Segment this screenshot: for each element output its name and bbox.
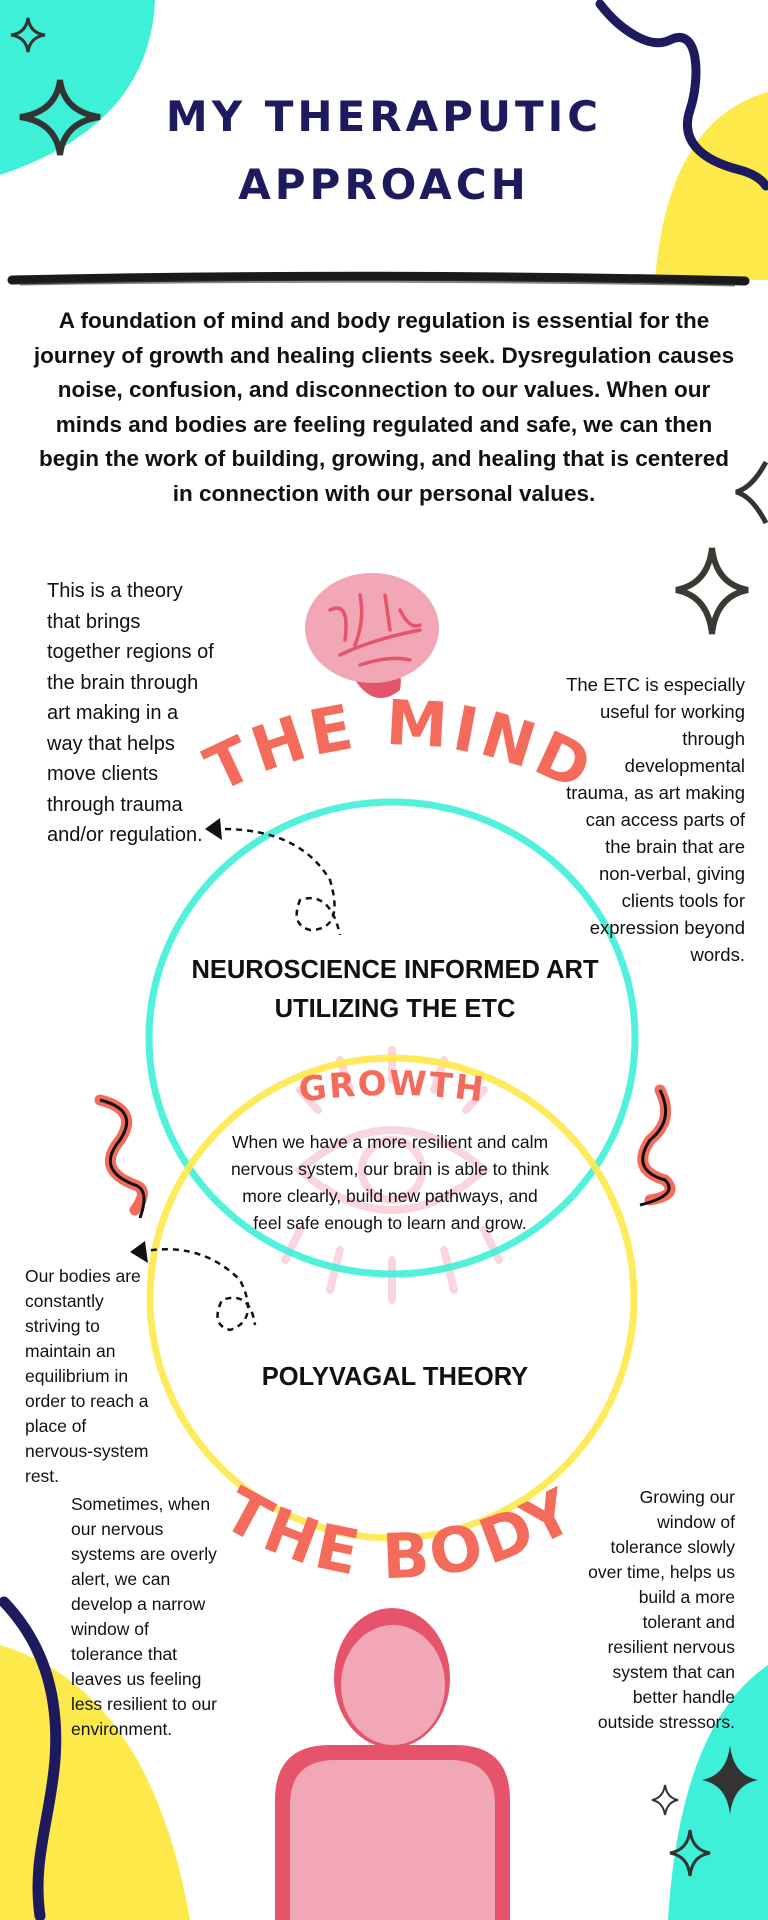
brush-divider	[7, 271, 750, 286]
yellow-blob-bottom-left	[0, 1645, 190, 1920]
body-right-note: Growing our window of tolerance slowly o…	[588, 1487, 735, 1732]
mind-circle-label-line-2: UTILIZING THE ETC	[274, 995, 516, 1023]
mind-circle-label-line-1: NEUROSCIENCE INFORMED ART	[191, 956, 599, 984]
body-left-note-bottom: Sometimes, when our nervous systems are …	[71, 1494, 217, 1739]
brain-icon	[305, 573, 439, 698]
mind-right-note: The ETC is especially useful for working…	[566, 674, 745, 965]
navy-squiggle-top-right	[595, 0, 768, 191]
curly-arrow-icon	[94, 1094, 148, 1219]
curly-arrow-icon	[637, 1084, 676, 1207]
sparkle-icon	[735, 460, 768, 525]
intro-paragraph: A foundation of mind and body regulation…	[33, 308, 735, 506]
sparkle-icon	[19, 79, 101, 156]
page-title-line-1: MY THERAPUTIC	[165, 92, 603, 141]
the-mind-heading: THE MIND	[194, 686, 605, 806]
body-circle-label: POLYVAGAL THEORY	[261, 1363, 529, 1391]
the-body-heading: THE BODY	[212, 1473, 588, 1593]
page-title-line-2: APPROACH	[238, 160, 530, 209]
growth-heading: GROWTH	[296, 1064, 487, 1111]
sparkle-icon	[651, 1784, 679, 1816]
teal-blob-top-left	[0, 0, 155, 175]
mind-left-note: This is a theory that brings together re…	[47, 580, 214, 846]
teal-blob-bottom-right	[668, 1665, 768, 1920]
dashed-arrow-icon	[139, 827, 342, 1332]
growth-text: When we have a more resilient and calm n…	[230, 1132, 550, 1233]
sparkle-icon	[702, 1745, 758, 1815]
mind-circle	[145, 798, 639, 1278]
navy-squiggle-bottom-left	[0, 1596, 62, 1920]
body-left-note-top: Our bodies are constantly striving to ma…	[25, 1266, 149, 1486]
body-circle	[146, 1054, 638, 1542]
person-icon	[275, 1608, 510, 1920]
sparkle-icon	[10, 17, 46, 53]
sparkle-icon	[675, 547, 749, 635]
arrowhead-icon	[130, 1241, 148, 1263]
yellow-blob-top-right	[655, 92, 768, 280]
arrowhead-icon	[205, 818, 222, 840]
sparkle-icon	[669, 1829, 711, 1877]
